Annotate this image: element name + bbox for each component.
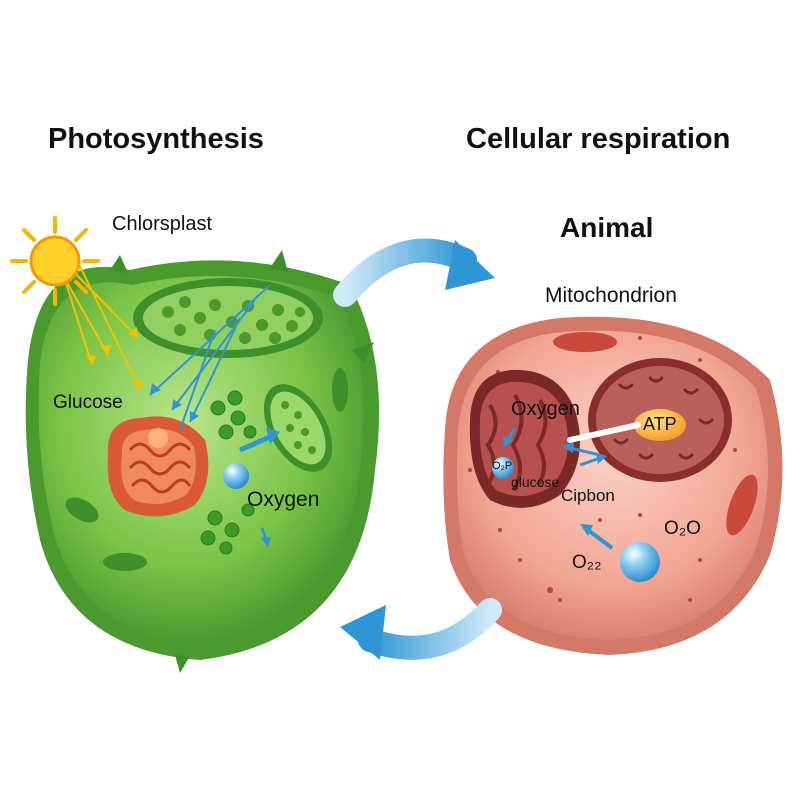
golgi-body [107, 416, 209, 517]
chloroplast-label: Chlorsplast [112, 213, 213, 235]
atp-label: ATP [643, 414, 677, 434]
o2o-label: O₂O [664, 518, 701, 539]
chloroplast-right [263, 384, 333, 472]
cycle-arrow-icon [333, 238, 495, 307]
oxygen-bubble-icon [223, 463, 249, 489]
cellular-respiration-title: Cellular respiration [466, 123, 731, 155]
atp-molecule [634, 409, 686, 441]
oxygen-bubble-icon [620, 542, 660, 582]
cipbon-label: Cipbon [561, 486, 615, 505]
animal-glucose-label: glucose [511, 474, 560, 490]
o22-label: O₂₂ [572, 552, 602, 573]
glucose-label: Glucose [53, 392, 123, 413]
plant-oxygen-label: Oxygen [247, 488, 320, 511]
o2p-label: O₂P [492, 460, 513, 472]
photosynthesis-title: Photosynthesis [48, 123, 264, 155]
sun-icon [10, 216, 100, 306]
animal-subtitle: Animal [560, 212, 654, 243]
mitochondrion-label: Mitochondrion [545, 284, 677, 307]
plant-cell [25, 250, 380, 673]
animal-oxygen-label: Oxygen [511, 398, 580, 420]
chloroplast-top [133, 278, 323, 358]
animal-cell [443, 316, 783, 655]
cycle-arrow-icon [340, 598, 502, 660]
